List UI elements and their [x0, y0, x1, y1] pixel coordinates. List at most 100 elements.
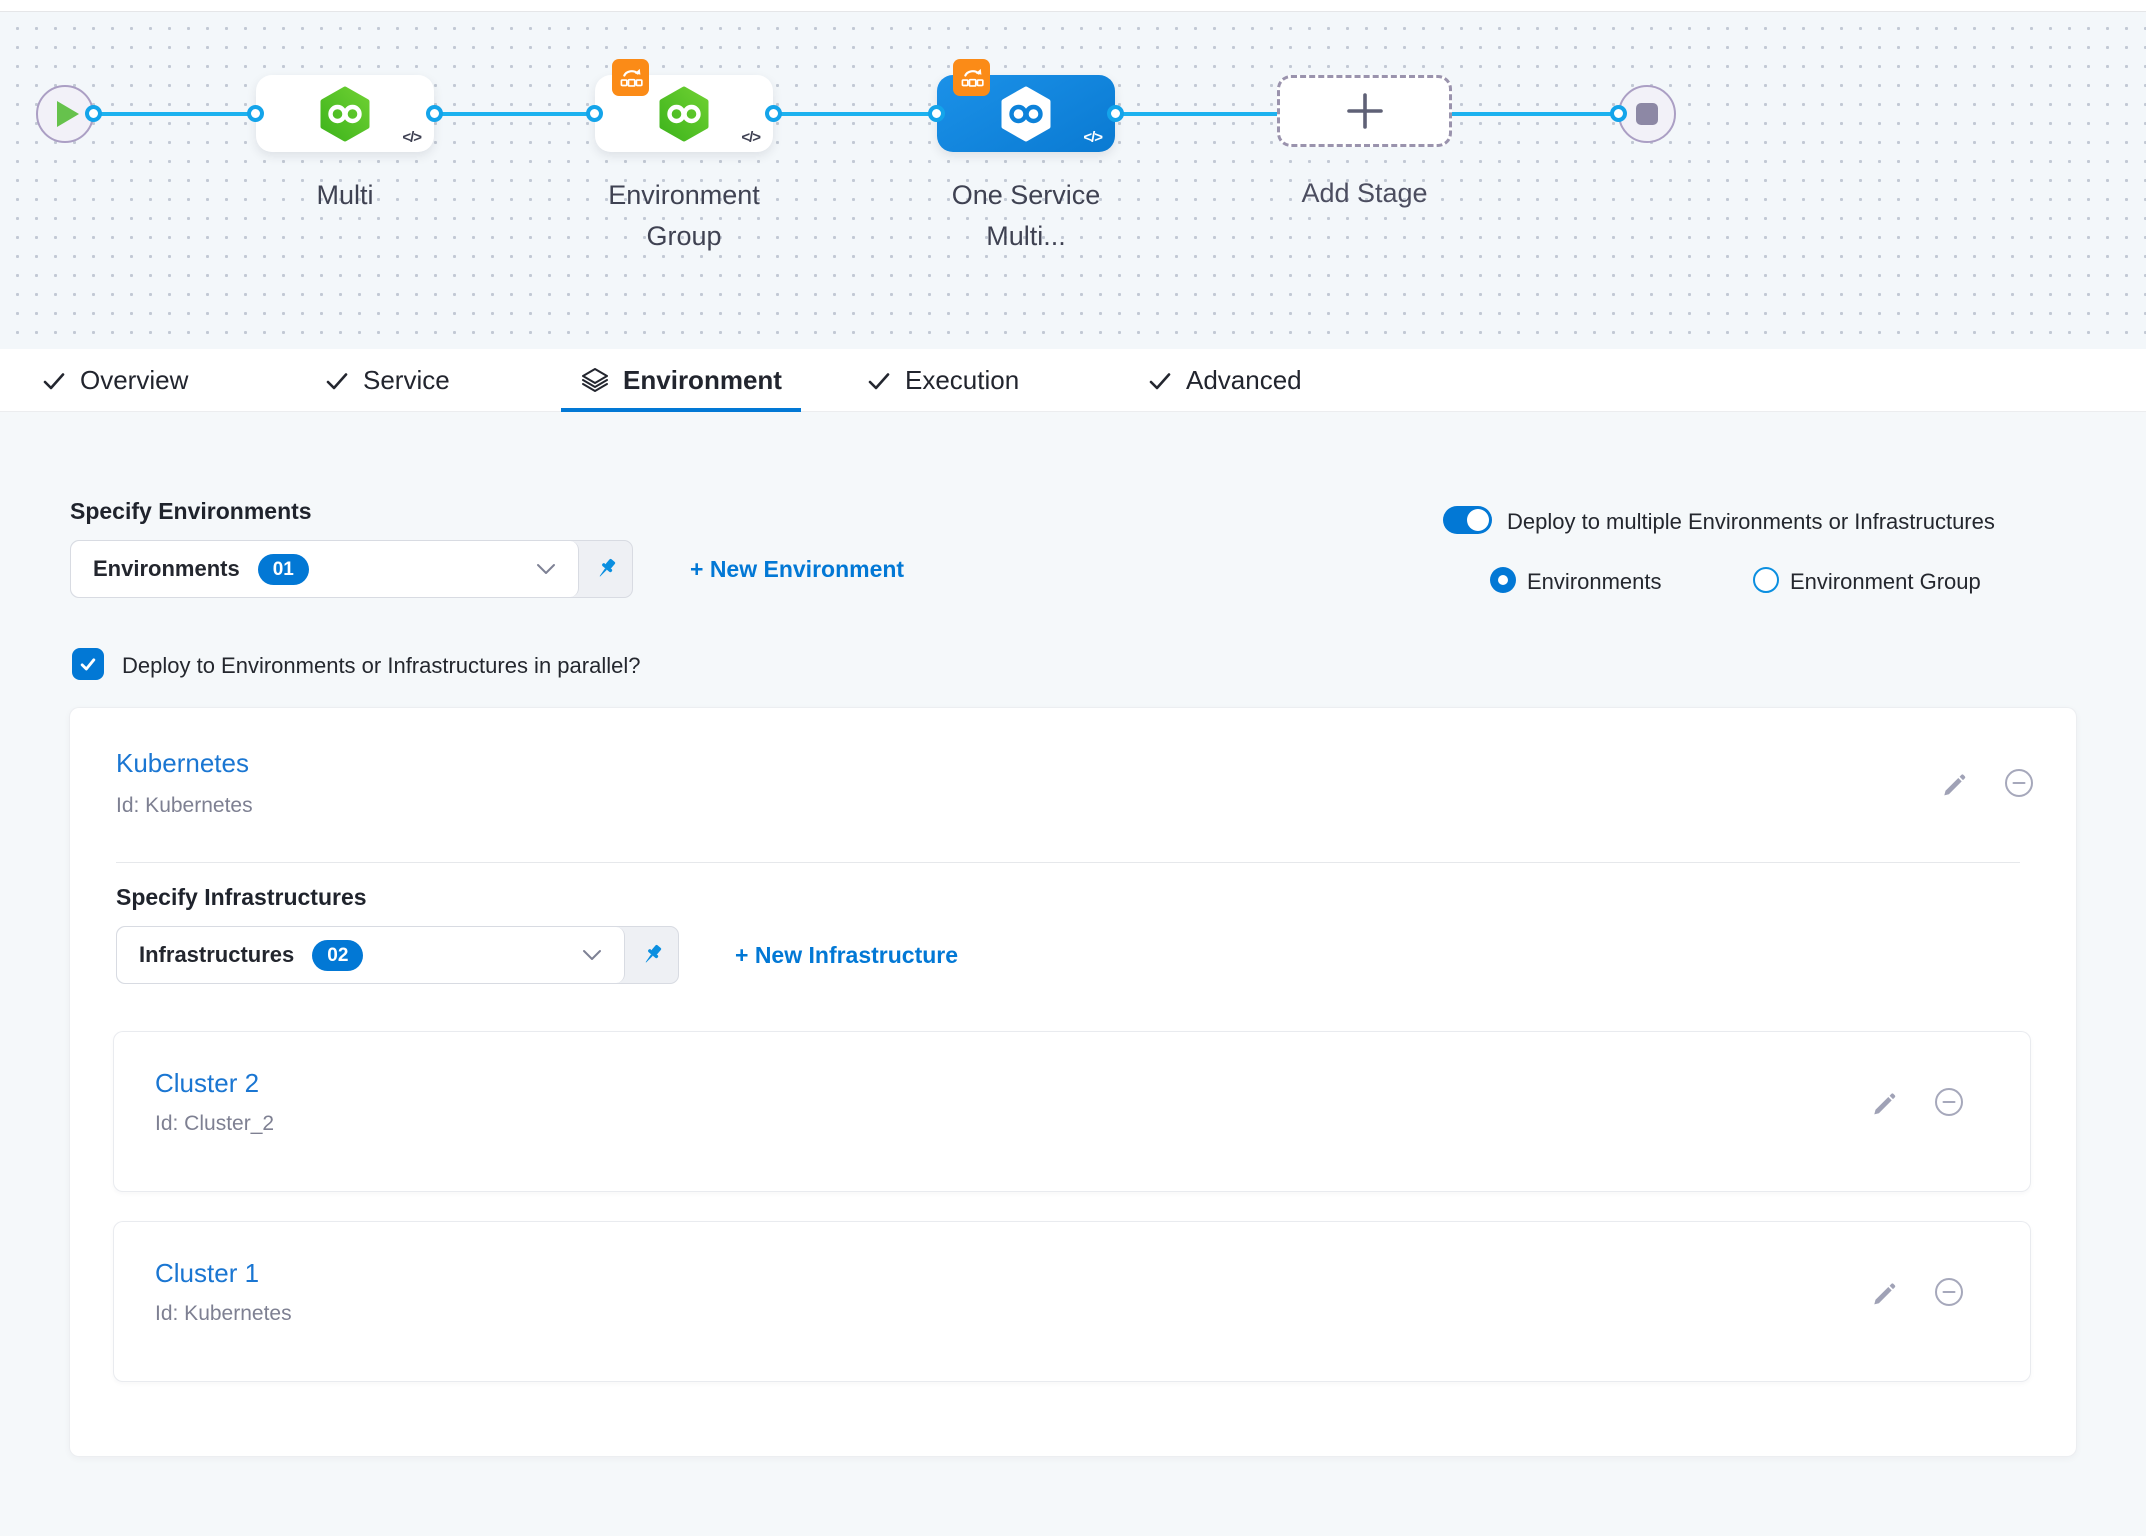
- remove-infrastructure-button[interactable]: [1934, 1087, 1964, 1117]
- stage-label-multi: Multi: [316, 180, 374, 210]
- tab-advanced[interactable]: Advanced: [1147, 349, 1302, 412]
- environment-card-title-link[interactable]: Kubernetes: [116, 748, 249, 778]
- looping-strategy-badge: [612, 59, 649, 96]
- environments-dropdown-field[interactable]: Environments 01: [71, 541, 579, 597]
- looping-icon: [961, 68, 984, 87]
- pipeline-edge: [93, 112, 256, 116]
- stage-tabbar: Overview Service Environment Execution: [0, 349, 2146, 413]
- check-icon: [326, 372, 348, 389]
- connector-port: [85, 105, 102, 122]
- chevron-down-icon: [583, 950, 601, 960]
- toggle-knob: [1467, 509, 1489, 531]
- infrastructures-count-badge: 02: [312, 939, 364, 971]
- edit-infrastructure-button[interactable]: [1871, 1089, 1898, 1116]
- pipeline-edge: [773, 112, 937, 116]
- remove-infrastructure-button[interactable]: [1934, 1277, 1964, 1307]
- tab-execution[interactable]: Execution: [866, 349, 1019, 412]
- pipeline-edge: [1115, 112, 1277, 116]
- environment-card-kubernetes: Kubernetes Id: Kubernetes Specify Infras…: [70, 708, 2076, 1456]
- plus-icon: [1346, 93, 1383, 129]
- check-icon: [868, 372, 890, 389]
- infrastructure-id: Id: Cluster_2: [155, 1112, 275, 1135]
- connector-port: [247, 105, 264, 122]
- play-icon: [57, 101, 79, 127]
- stage-label-one-service-multi: One Service Multi...: [951, 180, 1101, 251]
- infrastructures-dropdown: Infrastructures 02: [116, 926, 679, 984]
- deploy-parallel-checkbox-label: Deploy to Environments or Infrastructure…: [122, 653, 641, 678]
- check-icon: [1149, 372, 1171, 389]
- pipeline-canvas[interactable]: </> Multi </> Enviro: [0, 12, 2146, 349]
- tab-service[interactable]: Service: [324, 349, 450, 412]
- tab-label: Service: [363, 365, 450, 395]
- connector-port: [1610, 105, 1627, 122]
- tab-label: Overview: [80, 365, 189, 395]
- environment-card-actions: [1941, 768, 2034, 798]
- connector-port: [1107, 105, 1124, 122]
- radio-environment-group-label: Environment Group: [1790, 569, 1981, 594]
- pipeline-edge: [1452, 112, 1618, 116]
- radio-environment-group[interactable]: [1753, 567, 1779, 593]
- infrastructures-dropdown-field[interactable]: Infrastructures 02: [117, 927, 625, 983]
- new-environment-link[interactable]: + New Environment: [690, 556, 905, 582]
- deploy-multiple-toggle[interactable]: [1443, 506, 1492, 534]
- top-strip: [0, 0, 2146, 12]
- stage-label-add-stage: Add Stage: [1301, 178, 1428, 208]
- minus-circle-icon: [1935, 1088, 1963, 1116]
- remove-environment-button[interactable]: [2004, 768, 2034, 798]
- deploy-multiple-toggle-label: Deploy to multiple Environments or Infra…: [1507, 509, 1995, 534]
- code-glyph: </>: [402, 129, 422, 146]
- environments-dropdown-value: Environments: [93, 556, 240, 581]
- radio-environments-label: Environments: [1527, 569, 1662, 594]
- tab-overview[interactable]: Overview: [41, 349, 188, 412]
- check-icon: [43, 372, 65, 389]
- infrastructure-card-cluster-1: Cluster 1 Id: Kubernetes: [114, 1222, 2030, 1381]
- pipeline-end-node: [1618, 85, 1676, 143]
- pin-icon: [645, 944, 661, 963]
- active-tab-underline: [561, 408, 801, 413]
- chevron-down-icon: [537, 564, 555, 574]
- tab-environment[interactable]: Environment: [561, 349, 801, 413]
- edit-environment-button[interactable]: [1941, 770, 1968, 797]
- pin-icon: [599, 558, 615, 577]
- tab-label: Environment: [623, 365, 782, 395]
- add-stage-button[interactable]: [1277, 75, 1452, 147]
- infrastructure-title-link[interactable]: Cluster 1: [155, 1258, 260, 1288]
- pin-environments-button[interactable]: [579, 541, 632, 597]
- environment-icon: [582, 367, 609, 392]
- minus-circle-icon: [1935, 1278, 1963, 1306]
- specify-infrastructures-heading: Specify Infrastructures: [116, 884, 367, 910]
- environments-count-badge: 01: [257, 553, 309, 585]
- specify-environments-heading: Specify Environments: [70, 498, 312, 524]
- infrastructures-dropdown-value: Infrastructures: [139, 942, 295, 967]
- infrastructure-actions: [1871, 1087, 1964, 1117]
- infrastructure-card-cluster-2: Cluster 2 Id: Cluster_2: [114, 1032, 2030, 1191]
- pencil-icon: [1874, 1282, 1896, 1304]
- tab-label: Execution: [905, 365, 1020, 395]
- minus-circle-icon: [2005, 769, 2033, 797]
- looping-strategy-badge: [953, 59, 990, 96]
- new-infrastructure-link[interactable]: + New Infrastructure: [735, 942, 959, 968]
- deploy-parallel-checkbox[interactable]: [72, 648, 104, 680]
- pipeline-edge: [434, 112, 595, 116]
- stage-node-multi[interactable]: </>: [256, 75, 434, 152]
- connector-port: [765, 105, 782, 122]
- pin-infrastructures-button[interactable]: [625, 927, 678, 983]
- stop-icon: [1636, 103, 1658, 125]
- connector-port: [928, 105, 945, 122]
- stage-label-environment-group: Environment Group: [608, 180, 760, 251]
- service-hexagon-icon: [320, 86, 370, 141]
- card-divider: [116, 862, 2020, 863]
- code-glyph: </>: [1083, 129, 1103, 146]
- code-glyph: </>: [741, 129, 761, 146]
- edit-infrastructure-button[interactable]: [1871, 1279, 1898, 1306]
- infrastructure-id: Id: Kubernetes: [155, 1302, 292, 1325]
- environment-card-id: Id: Kubernetes: [116, 794, 253, 817]
- connector-port: [586, 105, 603, 122]
- radio-environments[interactable]: [1490, 567, 1516, 593]
- pencil-icon: [1944, 773, 1966, 795]
- connector-port: [426, 105, 443, 122]
- infrastructure-actions: [1871, 1277, 1964, 1307]
- looping-icon: [620, 68, 643, 87]
- infrastructure-title-link[interactable]: Cluster 2: [155, 1068, 260, 1098]
